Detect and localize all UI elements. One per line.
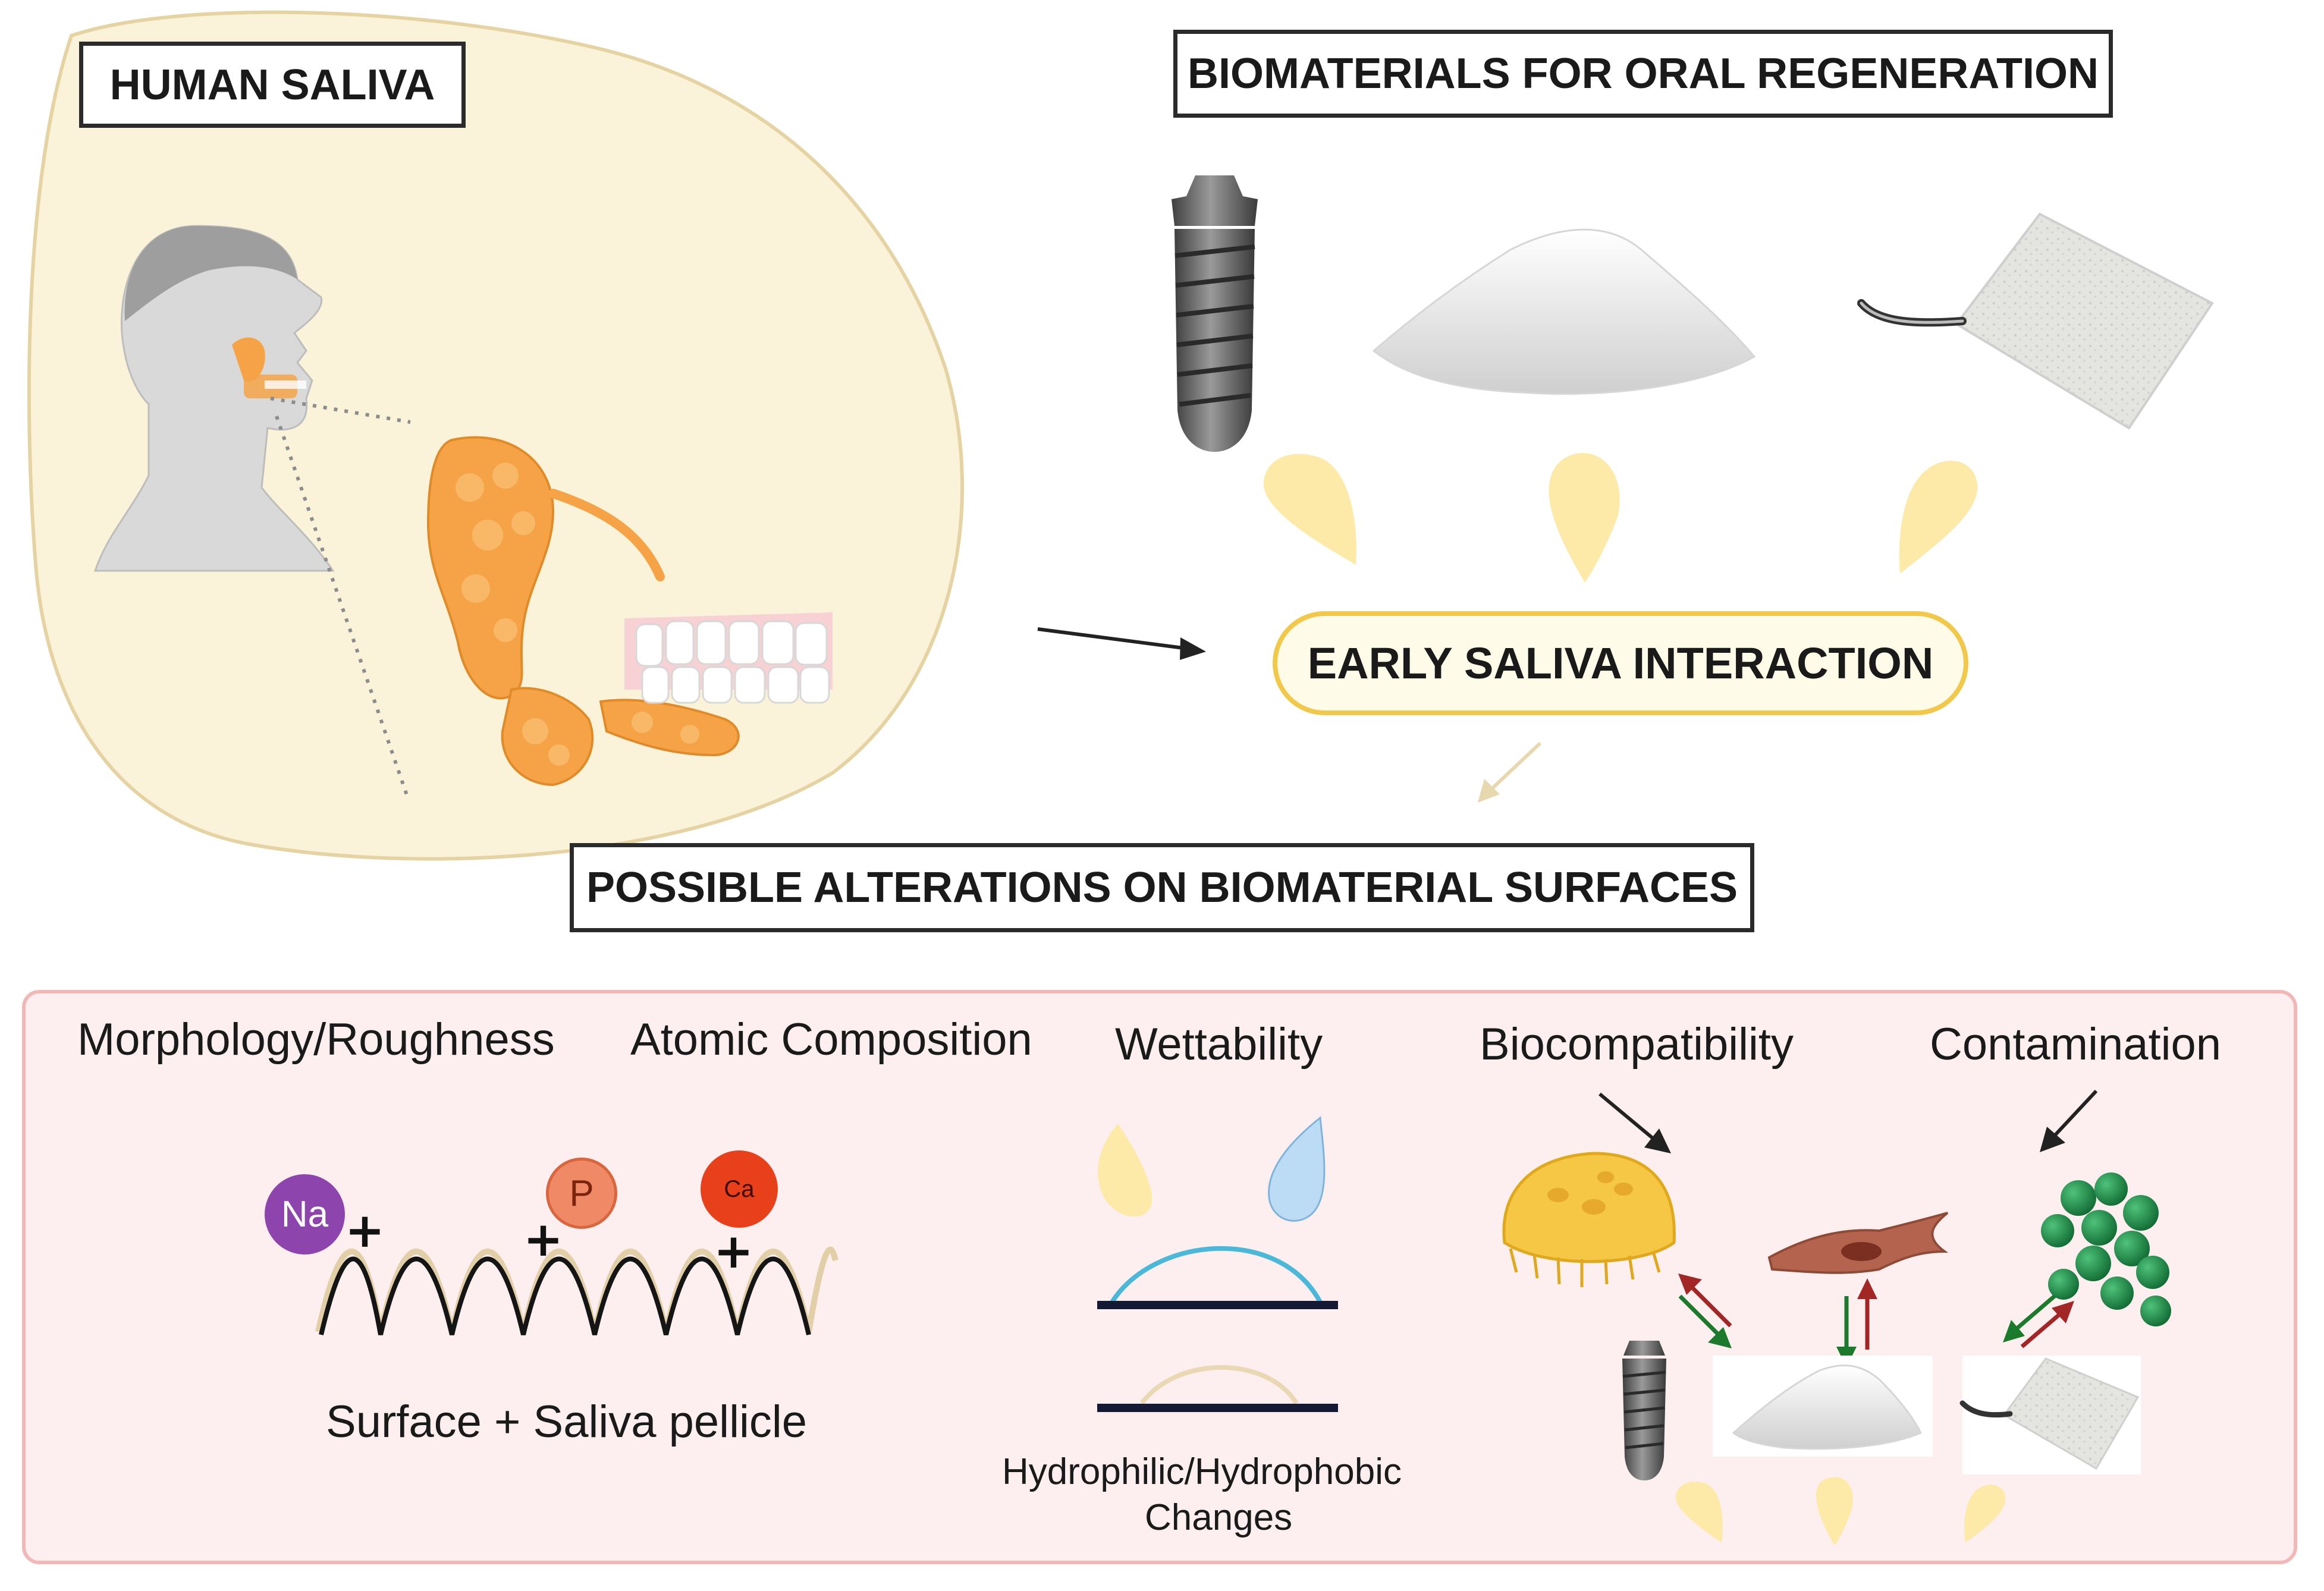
arrow-icon — [1478, 741, 1542, 803]
early-saliva-interaction-pill: EARLY SALIVA INTERACTION — [1273, 611, 1968, 715]
water-drop-icon — [1268, 1116, 1326, 1222]
arrow-icon — [1598, 1092, 1671, 1153]
human-saliva-heading: HUMAN SALIVA — [79, 42, 466, 128]
phosphorus-ion-label: P — [569, 1172, 594, 1214]
plus-sign: + — [523, 1212, 564, 1267]
possible-alterations-heading: POSSIBLE ALTERATIONS ON BIOMATERIAL SURF… — [570, 843, 1754, 932]
sodium-ion-label: Na — [281, 1194, 329, 1235]
phosphorus-ion: P — [546, 1158, 617, 1229]
hydrophilic-hydrophobic-caption: Hydrophilic/Hydrophobic — [1002, 1451, 1402, 1492]
surface-wave — [315, 1246, 838, 1335]
contamination-label: Contamination — [1930, 1019, 2222, 1070]
biocompatibility-label: Biocompatibility — [1480, 1019, 1794, 1070]
surface-pellicle-caption: Surface + Saliva pellicle — [326, 1397, 807, 1447]
human-head-icon — [93, 225, 335, 572]
salivary-gland-icon — [426, 436, 740, 787]
saliva-drop-icon — [1098, 1124, 1152, 1217]
teeth-icon — [624, 612, 833, 704]
fibroblast-cell-icon — [1767, 1212, 1949, 1274]
arrow-icon — [2040, 1089, 2098, 1152]
plus-sign: + — [345, 1203, 385, 1258]
osteoclast-cell-icon — [1502, 1152, 1676, 1287]
morphology-label: Morphology/Roughness — [77, 1014, 555, 1065]
dental-implant-icon — [1172, 175, 1258, 452]
dental-implant-icon — [1622, 1341, 1666, 1480]
membrane-sheet-icon — [1959, 1356, 2141, 1474]
saliva-drop-icon — [1675, 1477, 2006, 1546]
guide-line — [275, 416, 409, 797]
plus-sign: + — [714, 1224, 754, 1279]
atomic-composition-label: Atomic Composition — [630, 1014, 1032, 1065]
wettability-label: Wettability — [1115, 1019, 1323, 1070]
sodium-ion: Na — [265, 1174, 345, 1254]
membrane-sheet-icon — [1857, 205, 2230, 431]
changes-caption: Changes — [1145, 1497, 1293, 1538]
powder-pile-icon — [1326, 205, 1802, 407]
saliva-drop-icon — [1263, 453, 1978, 583]
arrow-icon — [1037, 627, 1206, 660]
calcium-ion: Ca — [701, 1150, 778, 1228]
guide-line — [270, 397, 411, 424]
bacteria-cluster-icon — [2041, 1172, 2171, 1326]
biomaterials-heading: BIOMATERIALS FOR ORAL REGENERATION — [1173, 30, 2113, 118]
powder-pile-icon — [1713, 1356, 1933, 1457]
contact-angle-hydrophilic — [1097, 1246, 1338, 1309]
contact-angle-hydrophobic — [1097, 1365, 1338, 1412]
calcium-ion-label: Ca — [724, 1175, 755, 1202]
interaction-arrows — [1678, 1274, 2074, 1367]
